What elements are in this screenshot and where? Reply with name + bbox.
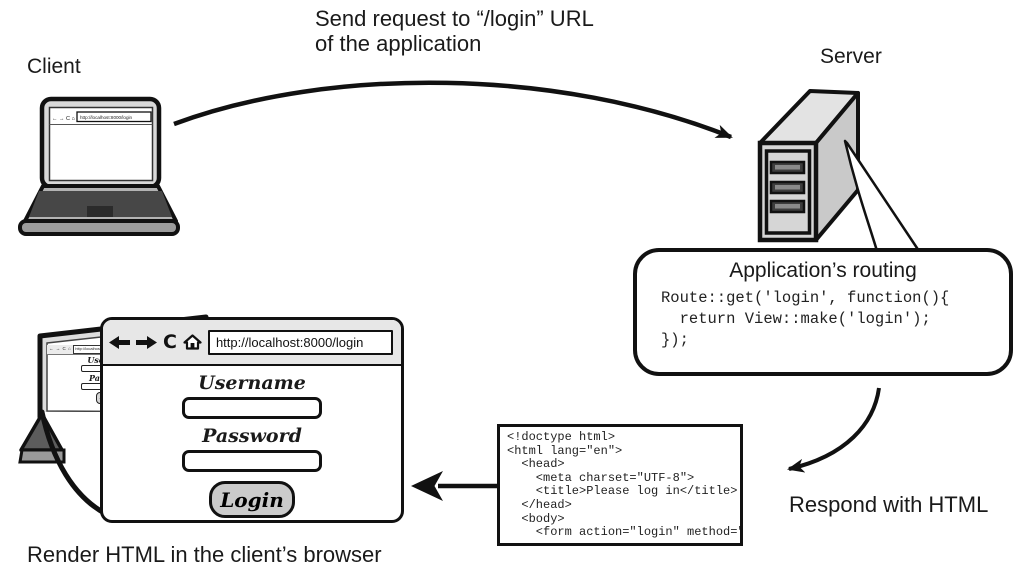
password-label: Password — [202, 425, 302, 447]
forward-icon — [136, 335, 157, 349]
laptop-trackpad — [87, 206, 113, 217]
browser-toolbar: C — [103, 320, 401, 366]
popout-wedge — [42, 412, 106, 514]
request-arrow — [173, 80, 733, 140]
routing-bubble-title: Application’s routing — [729, 259, 917, 282]
routing-code: Route::get('login', function(){ return V… — [661, 289, 950, 349]
username-input[interactable] — [182, 397, 322, 419]
server-label: Server — [820, 45, 882, 68]
request-caption: Send request to “/login” URL of the appl… — [315, 6, 594, 56]
laptop-keyboard — [29, 191, 172, 217]
render-arrow — [411, 471, 499, 501]
mini-toolbar-icons: ← → C ⌂ — [49, 346, 72, 352]
laptop-base — [18, 219, 180, 236]
refresh-button[interactable]: C — [163, 330, 177, 353]
mini-url-box — [76, 111, 152, 123]
request-caption-line2: of the application — [315, 31, 482, 56]
popout-swoosh — [39, 409, 109, 517]
render-label: Render HTML in the client’s browser — [27, 542, 382, 567]
home-button[interactable] — [183, 334, 202, 350]
username-label: Username — [198, 372, 306, 394]
routing-bubble: Application’s routing Route::get('login'… — [633, 248, 1013, 376]
url-input[interactable] — [207, 329, 393, 355]
password-input[interactable] — [182, 450, 322, 472]
html-response-box: <!doctype html> <html lang="en"> <head> … — [497, 424, 743, 546]
forward-button[interactable] — [136, 335, 157, 350]
back-icon — [109, 335, 130, 349]
home-icon — [183, 334, 202, 350]
back-button[interactable] — [109, 335, 130, 350]
browser-window: C Username Password Login — [100, 317, 404, 523]
mini-url-text: http://localhost:8000/login — [80, 115, 133, 120]
server-drive-bays — [769, 160, 806, 214]
request-caption-line1: Send request to “/login” URL — [315, 6, 594, 31]
mini-toolbar-icons: ← → C ⌂ — [52, 116, 75, 122]
response-arrow — [787, 387, 881, 473]
respond-label: Respond with HTML — [789, 492, 989, 517]
login-button[interactable]: Login — [209, 481, 295, 518]
client-label: Client — [27, 55, 81, 78]
html-response-code: <!doctype html> <html lang="en"> <head> … — [507, 430, 740, 540]
browser-content: Username Password Login — [103, 372, 401, 518]
client-laptop-illustration: ← → C ⌂ http://localhost:8000/login — [18, 96, 180, 236]
